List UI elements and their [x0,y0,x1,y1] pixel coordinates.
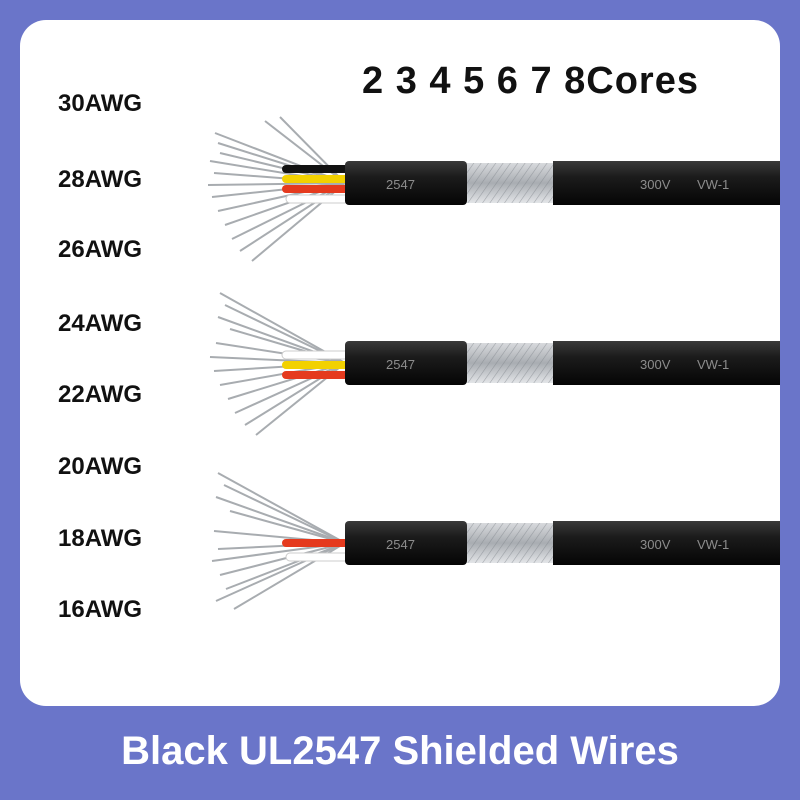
awg-label: 30AWG [58,90,143,117]
footer-title: Black UL2547 Shielded Wires [121,729,679,773]
awg-label: 16AWG [58,596,143,623]
strand-fan [211,472,346,610]
jacket-main [553,521,780,565]
awg-label: 28AWG [58,166,143,193]
jacket-print-voltage: 300V [640,537,671,552]
jacket-print-voltage: 300V [640,177,671,192]
awg-label: 24AWG [58,310,143,337]
jacket-main [553,341,780,385]
product-panel: 2 3 4 5 6 7 8Cores 30AWG 28AWG 26AWG 24A… [20,20,780,706]
jacket-print-rating: VW-1 [697,537,729,552]
jacket-print-voltage: 300V [640,357,671,372]
core-wires [282,165,351,204]
awg-label: 22AWG [58,381,143,408]
cable-illustration: 2547 300V VW-1 2547 [207,116,780,610]
cores-label: 2 3 4 5 6 7 8Cores [362,60,699,102]
jacket-segment [345,161,467,205]
cable-2: 2547 300V VW-1 [209,292,780,436]
jacket-print-code: 2547 [386,357,415,372]
cable-1: 2547 300V VW-1 [207,116,780,262]
cable-3: 2547 300V VW-1 [211,472,780,610]
core-wires [281,350,351,379]
jacket-print-code: 2547 [386,537,415,552]
awg-label: 20AWG [58,453,143,480]
jacket-print-rating: VW-1 [697,177,729,192]
jacket-main [553,161,780,205]
awg-label: 18AWG [58,525,143,552]
jacket-print-rating: VW-1 [697,357,729,372]
core-wires [282,539,351,562]
jacket-segment [345,521,467,565]
jacket-segment [345,341,467,385]
awg-label: 26AWG [58,236,143,263]
jacket-print-code: 2547 [386,177,415,192]
